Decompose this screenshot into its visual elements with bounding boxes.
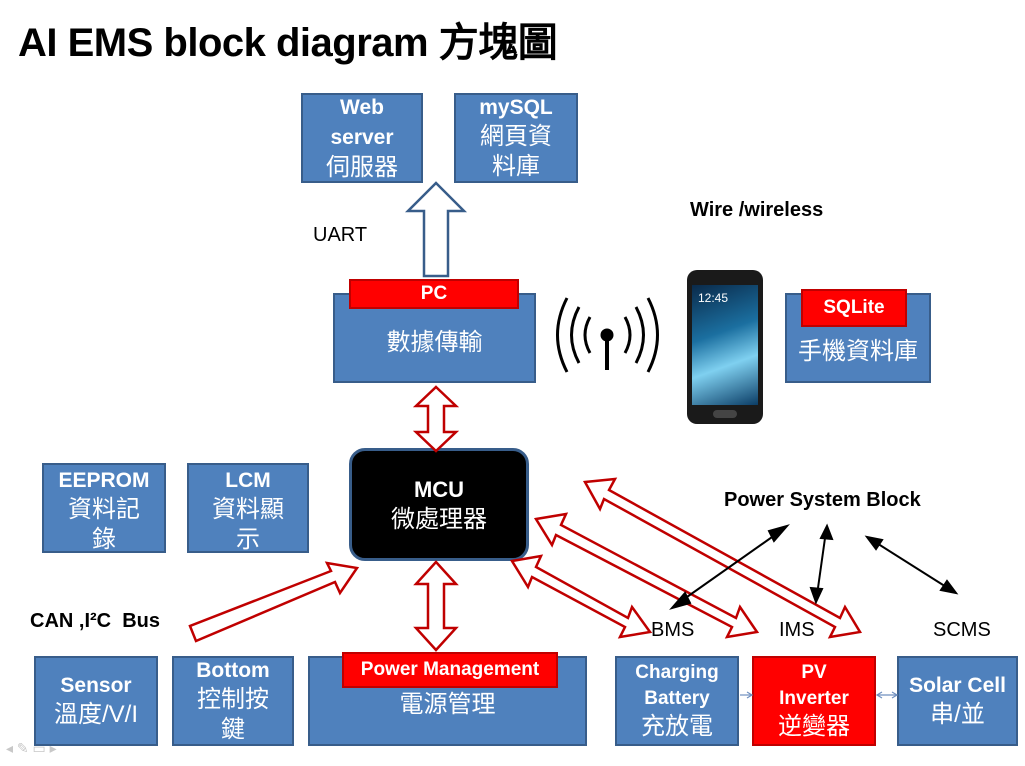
wire-wireless-label: Wire /wireless (690, 199, 824, 221)
charging-battery-box: Charging Battery 充放電 (615, 656, 739, 746)
pv-inverter-box: PV Inverter 逆變器 (752, 656, 876, 746)
sqlite-zh: 手機資料庫 (798, 338, 918, 365)
sensor-zh: 溫度/V/I (53, 701, 138, 728)
bottom-box: Bottom 控制按鍵 (172, 656, 294, 746)
phone-clock: 12:45 (698, 291, 729, 305)
mcu-ims-double-arrow (533, 512, 760, 639)
phone-screen: 12:45 (692, 285, 758, 405)
lcm-box: LCM 資料顯示 (187, 463, 309, 553)
power-management-zh: 電源管理 (399, 691, 496, 718)
smartphone-icon: 12:45 (687, 270, 763, 424)
pc-tag: PC (349, 279, 519, 309)
bottom-zh: 控制按鍵 (197, 686, 269, 743)
mcu-pv-double-arrow (582, 477, 863, 639)
slide-nav-icons[interactable]: ◂ ✎ ▭ ▸ (6, 740, 57, 756)
web-server-label: Web server (330, 96, 394, 149)
can-i2c-bus-label: CAN ,I²C Bus (30, 610, 160, 632)
sensor-box: Sensor 溫度/V/I (34, 656, 158, 746)
mcu-zh: 微處理器 (391, 505, 487, 533)
mysql-box: mySQL 網頁資料庫 (454, 93, 578, 183)
scms-label: SCMS (933, 619, 991, 641)
pc-to-web-arrow (404, 181, 468, 278)
pv-inverter-zh: 逆變器 (778, 713, 850, 740)
phone-home-button (713, 410, 737, 418)
eeprom-box: EEPROM 資料記錄 (42, 463, 166, 553)
pc-zh: 數據傳輸 (386, 329, 483, 356)
eeprom-zh: 資料記錄 (68, 496, 140, 553)
sqlite-tag: SQLite (801, 289, 907, 327)
web-server-zh: 伺服器 (326, 154, 398, 181)
sensor-label: Sensor (60, 674, 132, 697)
charging-battery-label: Charging Battery (635, 662, 719, 709)
power-system-arrows (669, 523, 959, 610)
lcm-zh: 資料顯示 (212, 496, 284, 553)
mcu-box: MCU 微處理器 (349, 448, 529, 561)
can-bus-to-mcu-arrow (188, 561, 360, 643)
uart-label: UART (313, 224, 368, 246)
charging-battery-zh: 充放電 (641, 713, 713, 740)
wireless-signal-icon (556, 297, 659, 373)
power-management-tag: Power Management (342, 652, 558, 688)
bottom-label: Bottom (196, 659, 270, 682)
eeprom-label: EEPROM (58, 469, 150, 492)
battery-inverter-solar-links (740, 691, 899, 699)
bms-label: BMS (651, 619, 695, 641)
mcu-label: MCU (413, 476, 465, 502)
mysql-zh: 網頁資料庫 (480, 123, 552, 180)
pv-inverter-label: PV Inverter (779, 662, 849, 709)
web-server-box: Web server 伺服器 (301, 93, 423, 183)
pc-mcu-double-arrow (412, 385, 460, 453)
mysql-label: mySQL (479, 96, 553, 119)
mcu-power-double-arrow (413, 560, 459, 652)
ims-label: IMS (779, 619, 815, 641)
mcu-bms-double-arrow (509, 554, 653, 639)
solar-cell-zh: 串/並 (930, 701, 985, 728)
diagram-title: AI EMS block diagram 方塊圖 (18, 21, 558, 65)
power-system-block-label: Power System Block (724, 489, 921, 511)
solar-cell-label: Solar Cell (909, 674, 1006, 697)
solar-cell-box: Solar Cell 串/並 (897, 656, 1018, 746)
lcm-label: LCM (225, 469, 271, 492)
